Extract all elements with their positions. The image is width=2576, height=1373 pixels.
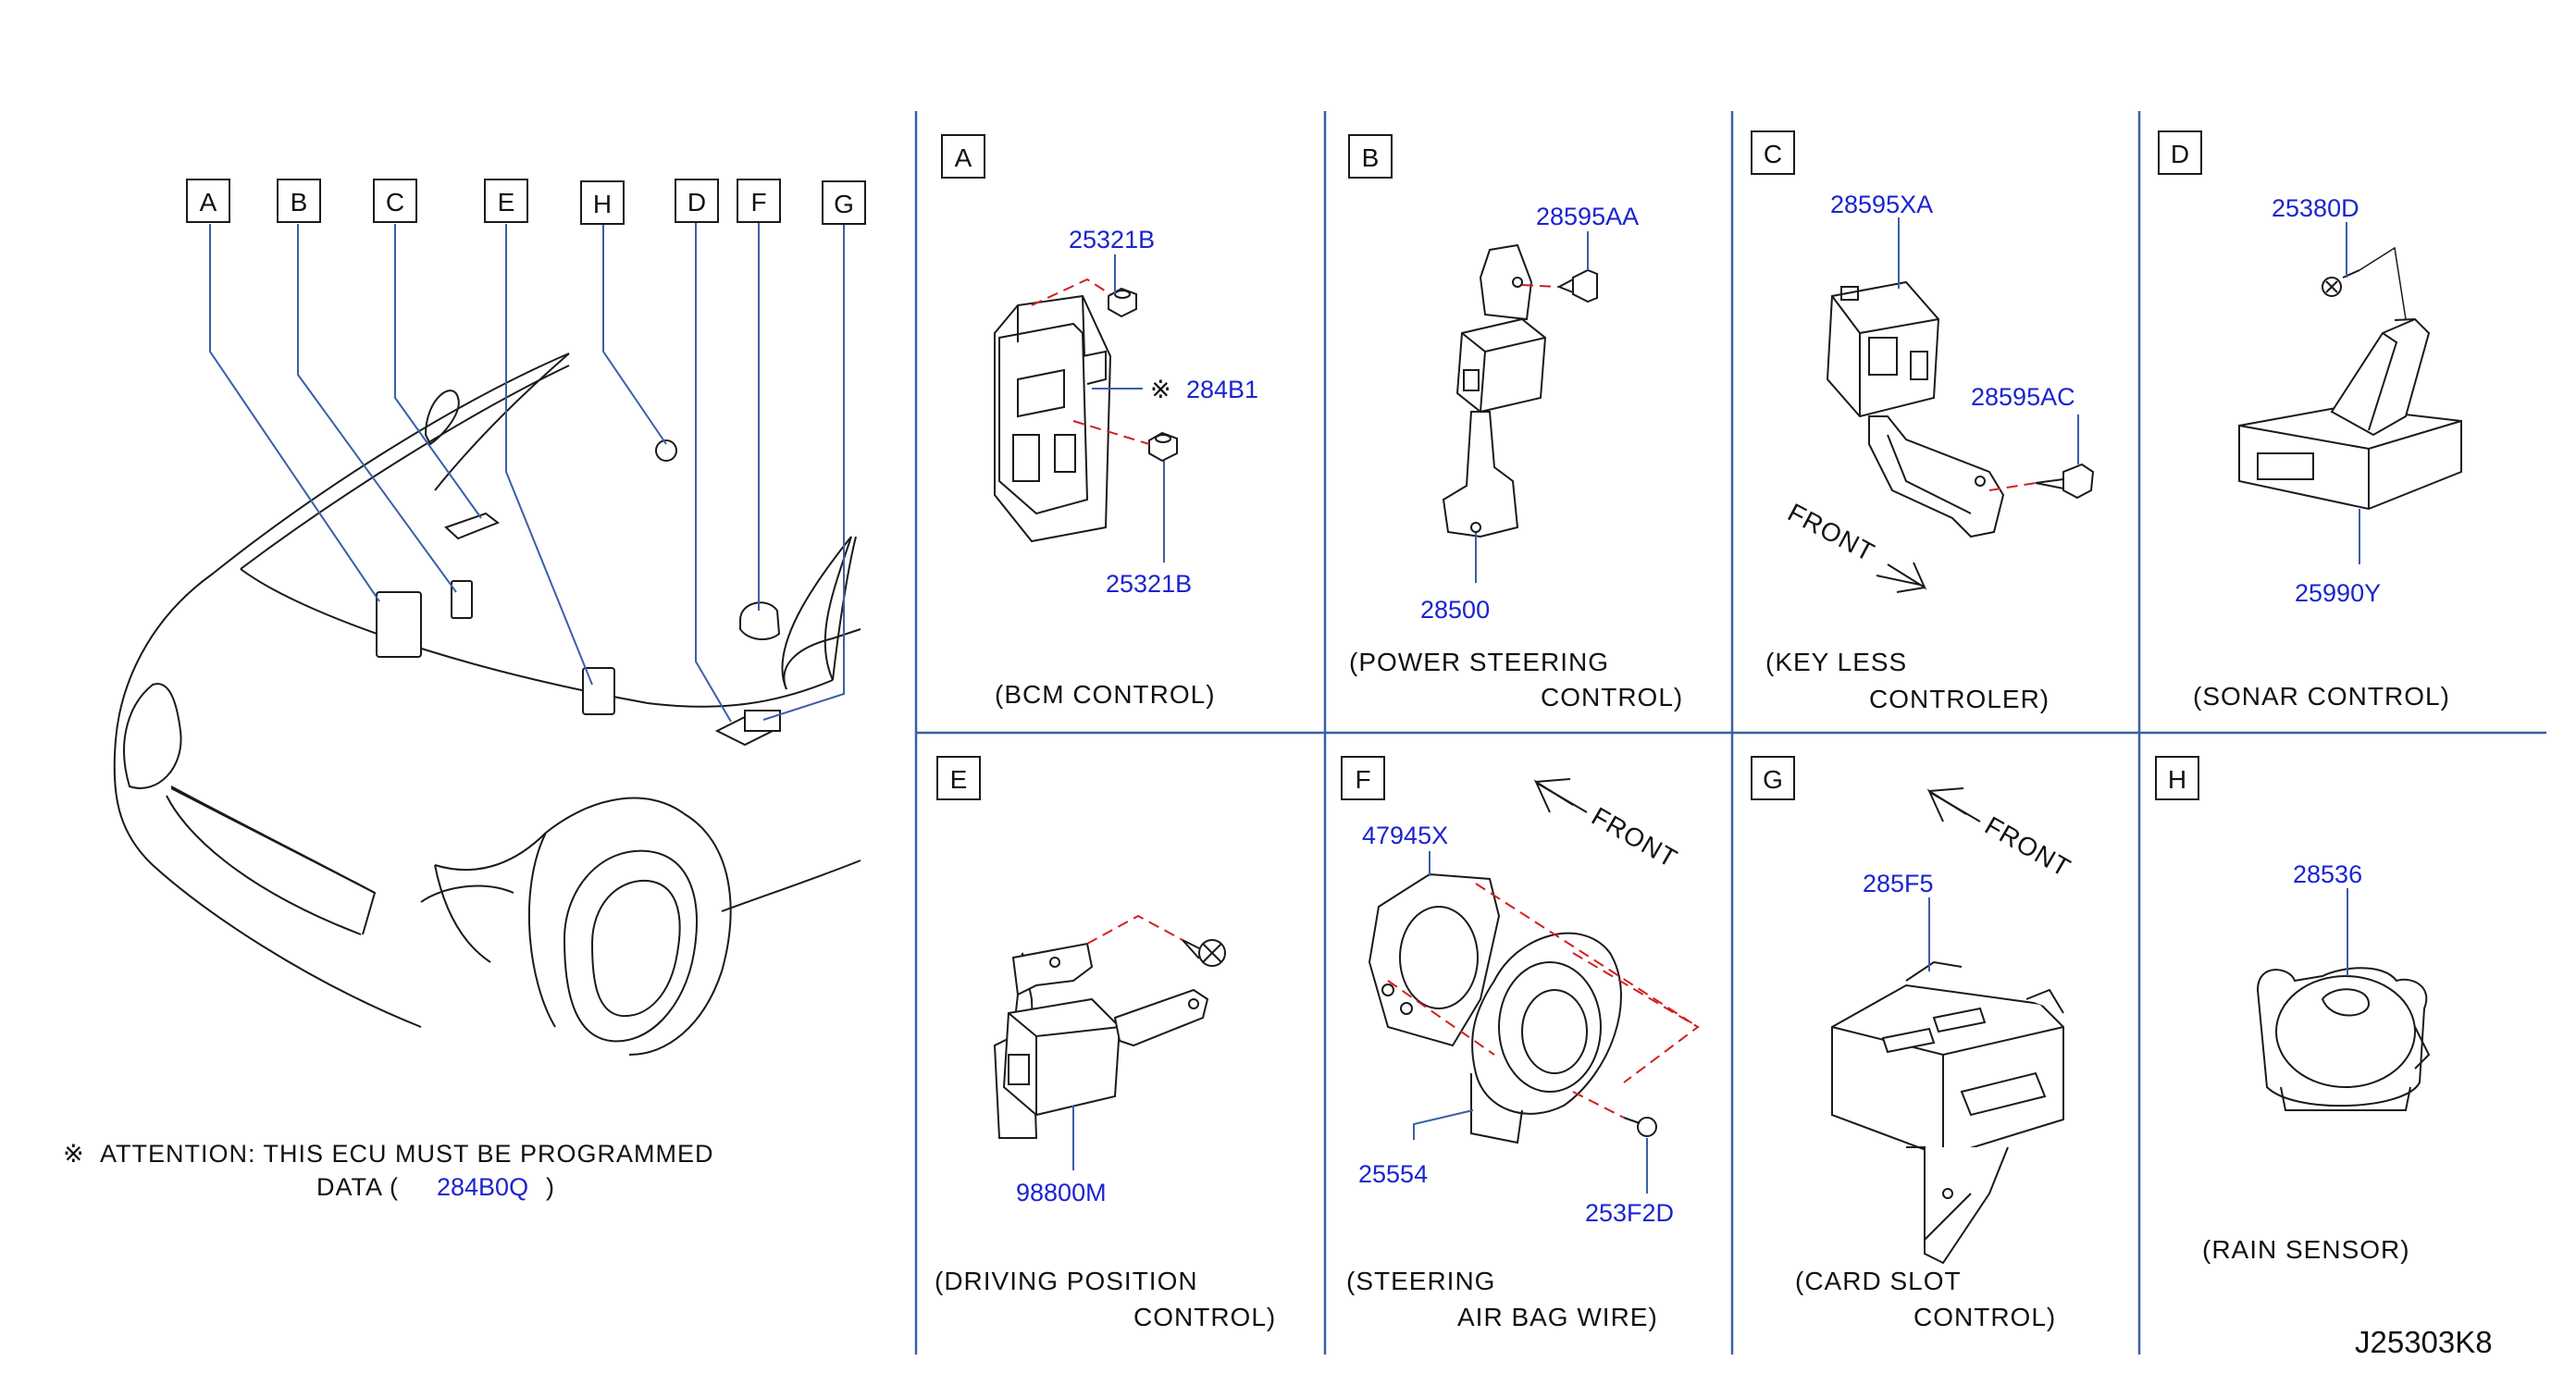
overview-callout-f: F xyxy=(737,179,781,223)
panel-letter: E xyxy=(950,765,968,794)
overview-callout-leaders xyxy=(209,222,845,723)
keyless-module-drawing xyxy=(1826,280,2005,538)
panel-a-bcm-control: A 25321B ※ 284B1 25321B (BCM CONTROL) xyxy=(941,134,1258,709)
panel-d-sonar-control: D 25380D 25990Y (SONAR CONTROL) xyxy=(2158,130,2462,711)
panel-caption: (CARD SLOT xyxy=(1795,1267,1962,1295)
panel-caption: (STEERING xyxy=(1346,1267,1495,1295)
screw-bolt xyxy=(1182,939,1226,967)
panel-caption: CONTROLER) xyxy=(1869,685,2050,713)
panel-letter: B xyxy=(1362,143,1380,172)
programming-marker: ※ xyxy=(1150,376,1172,403)
panel-letter: G xyxy=(1763,765,1783,794)
screw-28595ac xyxy=(2035,463,2095,500)
rain-sensor-drawing xyxy=(2256,967,2431,1111)
panel-e-driving-position-control: E 98800M (DRIVING POSITION CONTROL) xyxy=(935,756,1276,1331)
steering-bracket-drawing xyxy=(1368,872,1501,1047)
part-number: 28536 xyxy=(2293,860,2362,888)
callout-letter: D xyxy=(687,188,706,216)
part-number: 28500 xyxy=(1420,596,1490,624)
front-label: FRONT xyxy=(1980,810,2075,883)
card-slot-module-drawing xyxy=(1831,960,2064,1265)
part-number: 25321B xyxy=(1069,226,1155,254)
part-number: 25321B xyxy=(1106,570,1192,598)
clock-spring-drawing xyxy=(1470,932,1622,1144)
front-label: FRONT xyxy=(1587,801,1682,873)
part-number: 285F5 xyxy=(1863,870,1934,897)
part-number: 253F2D xyxy=(1585,1199,1674,1227)
screw-25380d xyxy=(2322,269,2360,297)
panel-caption: (BCM CONTROL) xyxy=(995,680,1216,709)
panel-caption: CONTROL) xyxy=(1541,683,1683,711)
callout-letter: F xyxy=(750,188,766,216)
panel-g-card-slot-control: G FRONT 285F5 (CARD SLOT CONTROL) xyxy=(1751,756,2075,1331)
attention-text: ATTENTION: THIS ECU MUST BE PROGRAMMED xyxy=(100,1140,714,1168)
front-arrow: FRONT xyxy=(1783,498,1927,593)
front-arrow: FRONT xyxy=(1533,778,1682,873)
callout-letter: E xyxy=(498,188,515,216)
panel-caption: AIR BAG WIRE) xyxy=(1457,1303,1658,1331)
overview-callout-h: H xyxy=(580,180,625,225)
attention-symbol: ※ xyxy=(63,1140,85,1168)
part-number: 25554 xyxy=(1358,1160,1428,1188)
part-number: 284B1 xyxy=(1186,376,1258,403)
screw-253f2d xyxy=(1623,1117,1657,1137)
overview-callout-d: D xyxy=(675,179,719,223)
panel-letter: A xyxy=(955,143,972,172)
panel-letter: C xyxy=(1764,140,1782,168)
attention-note: ※ ATTENTION: THIS ECU MUST BE PROGRAMMED… xyxy=(63,1140,714,1201)
driving-position-module-drawing xyxy=(993,942,1209,1139)
panel-caption: (SONAR CONTROL) xyxy=(2193,682,2450,711)
bcm-nut-upper xyxy=(1108,287,1137,318)
attention-close: ) xyxy=(546,1173,555,1201)
panel-caption: (POWER STEERING xyxy=(1349,648,1609,676)
car-outline-drawing xyxy=(113,353,861,1056)
attention-data-label: DATA ( xyxy=(316,1173,399,1201)
part-number: 98800M xyxy=(1016,1179,1107,1206)
panel-caption: CONTROL) xyxy=(1133,1303,1276,1331)
bcm-module-drawing xyxy=(994,294,1112,543)
diagram-code: J25303K8 xyxy=(2355,1325,2493,1359)
overview-callout-g: G xyxy=(822,180,866,225)
panel-grid xyxy=(914,111,2546,1354)
callout-letter: C xyxy=(386,188,404,216)
panel-caption: CONTROL) xyxy=(1913,1303,2056,1331)
part-number: 28595AC xyxy=(1971,383,2075,411)
overview-callout-e: E xyxy=(484,179,528,223)
bcm-nut-lower xyxy=(1148,431,1178,463)
steering-module-drawing xyxy=(1442,243,1547,538)
overview-callout-b: B xyxy=(277,179,321,223)
panel-c-key-less-controler: C 28595XA 28595AC FRONT (KEY LESS CONTRO xyxy=(1751,130,2095,713)
part-number: 25990Y xyxy=(2295,579,2381,607)
panel-letter: H xyxy=(2168,765,2186,794)
callout-letter: H xyxy=(593,190,612,218)
part-number: 47945X xyxy=(1362,822,1448,849)
panel-caption: (KEY LESS xyxy=(1765,648,1907,676)
overview-callout-a: A xyxy=(186,179,230,223)
panel-h-rain-sensor: H 28536 (RAIN SENSOR) xyxy=(2155,756,2431,1264)
callout-letter: G xyxy=(834,190,854,218)
panel-letter: F xyxy=(1355,765,1370,794)
part-number: 28595AA xyxy=(1536,203,1639,230)
panel-f-steering-air-bag-wire: F FRONT 47945X 25554 25 xyxy=(1341,756,1700,1331)
callout-letter: B xyxy=(291,188,308,216)
front-arrow: FRONT xyxy=(1926,787,2075,883)
front-label: FRONT xyxy=(1783,498,1879,567)
sonar-module-drawing xyxy=(2238,317,2462,511)
attention-part-number: 284B0Q xyxy=(437,1173,528,1201)
panel-b-power-steering-control: B 28595AA 28500 (POWER STEERING CONTROL) xyxy=(1348,134,1683,711)
part-number: 28595XA xyxy=(1830,191,1933,218)
panel-letter: D xyxy=(2171,140,2189,168)
screw-28595aa xyxy=(1556,268,1598,303)
overview-callout-c: C xyxy=(373,179,417,223)
panel-caption: (DRIVING POSITION xyxy=(935,1267,1198,1295)
callout-letter: A xyxy=(200,188,217,216)
part-number: 25380D xyxy=(2272,194,2359,222)
vehicle-overview: A B C E H D F G ※ ATTENTION: THIS ECU MU… xyxy=(63,179,866,1201)
panel-caption: (RAIN SENSOR) xyxy=(2202,1235,2410,1264)
